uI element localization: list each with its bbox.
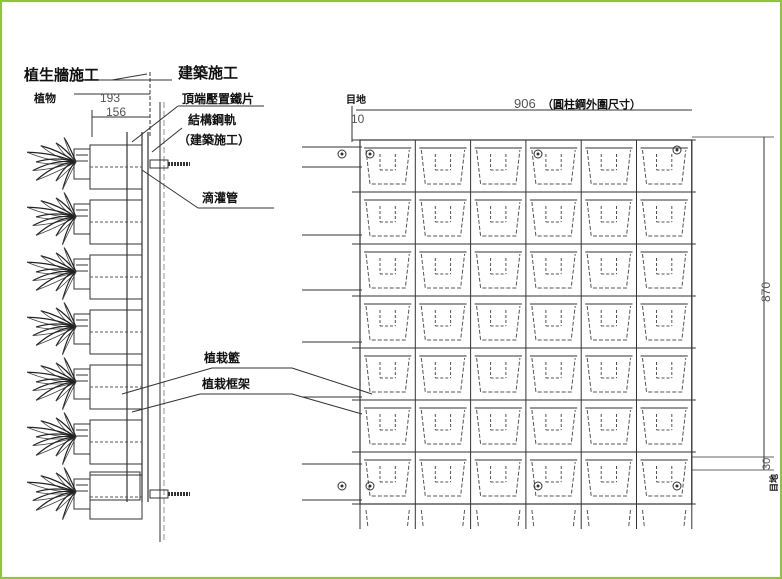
label-structural-steel-rail: 結構鋼軌 [188,112,236,127]
grid-basket [474,303,522,341]
grid-basket [364,147,412,185]
dim-906-note: （圓柱鋼外圍尺寸） [542,97,641,111]
grid-basket [419,407,467,445]
section-basket [73,199,143,245]
plant [26,247,77,300]
grid-basket [640,199,688,237]
bolt [533,149,543,159]
section-basket [73,364,143,410]
grid-basket-partial [531,509,576,529]
grid-basket-partial [586,509,631,529]
label-drip-irrigation-pipe: 滴灌管 [202,190,238,205]
dim-10: 10 [351,112,365,126]
grid-basket [474,199,522,237]
grid-basket [474,251,522,289]
grid-basket [419,147,467,185]
grid-basket [585,459,633,497]
grid-basket-partial [642,509,687,529]
label-planting-frame: 植栽框架 [201,376,250,391]
grid-basket [529,407,578,445]
grid-basket-partial [365,509,410,529]
section-basket [73,309,143,355]
label-top-press-iron-plate: 頂端壓置鐵片 [182,91,254,106]
grid-basket [640,459,688,497]
grid-basket [364,251,412,289]
grid-basket [419,251,467,289]
grid-basket [529,199,578,237]
grid-basket [585,147,633,185]
section-basket [73,254,143,300]
grid-basket [640,355,688,393]
grid-basket [585,407,633,445]
grid-basket [640,251,688,289]
grid-basket [419,199,467,237]
section-basket [73,419,143,465]
grid-basket [640,303,688,341]
plant [26,467,77,520]
plant [26,302,77,355]
section-view: 植生牆施工 建築施工 植物 193 156 頂端壓置鐵片 結構鋼軌 （建築施工）… [24,64,373,542]
grid-basket [529,355,578,393]
grid-basket-partial [420,509,466,529]
grid-basket [474,459,522,497]
grid-basket [529,459,578,497]
grid-basket [585,303,633,341]
bolt [672,145,682,155]
bolt [672,481,682,491]
label-grade-mark-top: 目地 [346,93,366,106]
grid-basket [529,251,578,289]
dim-30: 30 [761,458,773,470]
grid-basket [640,407,688,445]
label-plants: 植物 [33,91,56,105]
grid-basket [419,303,467,341]
grid-basket [474,355,522,393]
section-basket [73,144,143,190]
bolt [365,149,375,159]
grid-basket [419,355,467,393]
grid-basket [364,459,412,497]
grid-basket [419,459,467,497]
grid-basket [585,251,633,289]
plant [26,137,77,190]
section-basket [73,474,143,520]
dim-906: 906 [514,96,536,111]
grid-basket [364,407,412,445]
label-green-wall-construction: 植生牆施工 [24,66,99,84]
basket-stack-section [73,144,143,520]
grid-basket [474,407,522,445]
plant [26,412,77,465]
bolt [533,481,543,491]
dim-193: 193 [100,91,120,105]
grid-basket [474,147,522,185]
plant [26,357,77,410]
grid-basket [364,199,412,237]
grid-basket [585,199,633,237]
grid-basket-partial [476,509,521,529]
bolt [365,481,375,491]
plant-foliage [26,137,77,520]
label-grade-mark-right: 目地 [768,474,780,492]
grid-basket [640,147,688,185]
label-building-construction-paren: （建築施工） [178,132,250,147]
grid-basket [364,303,412,341]
grid-basket [529,303,578,341]
label-planting-basket: 植栽籃 [203,350,240,365]
dim-870: 870 [759,282,773,302]
bolt [337,149,347,159]
planting-basket-grid [337,139,696,529]
dim-156: 156 [106,105,126,119]
elevation-view: 目地 10 906 （圓柱鋼外圍尺寸） 870 30 目地 [302,93,780,529]
bolt [337,481,347,491]
plant [26,192,77,245]
grid-basket [585,355,633,393]
grid-basket [364,355,412,393]
label-building-construction: 建築施工 [178,64,238,82]
grid-basket [529,147,578,185]
